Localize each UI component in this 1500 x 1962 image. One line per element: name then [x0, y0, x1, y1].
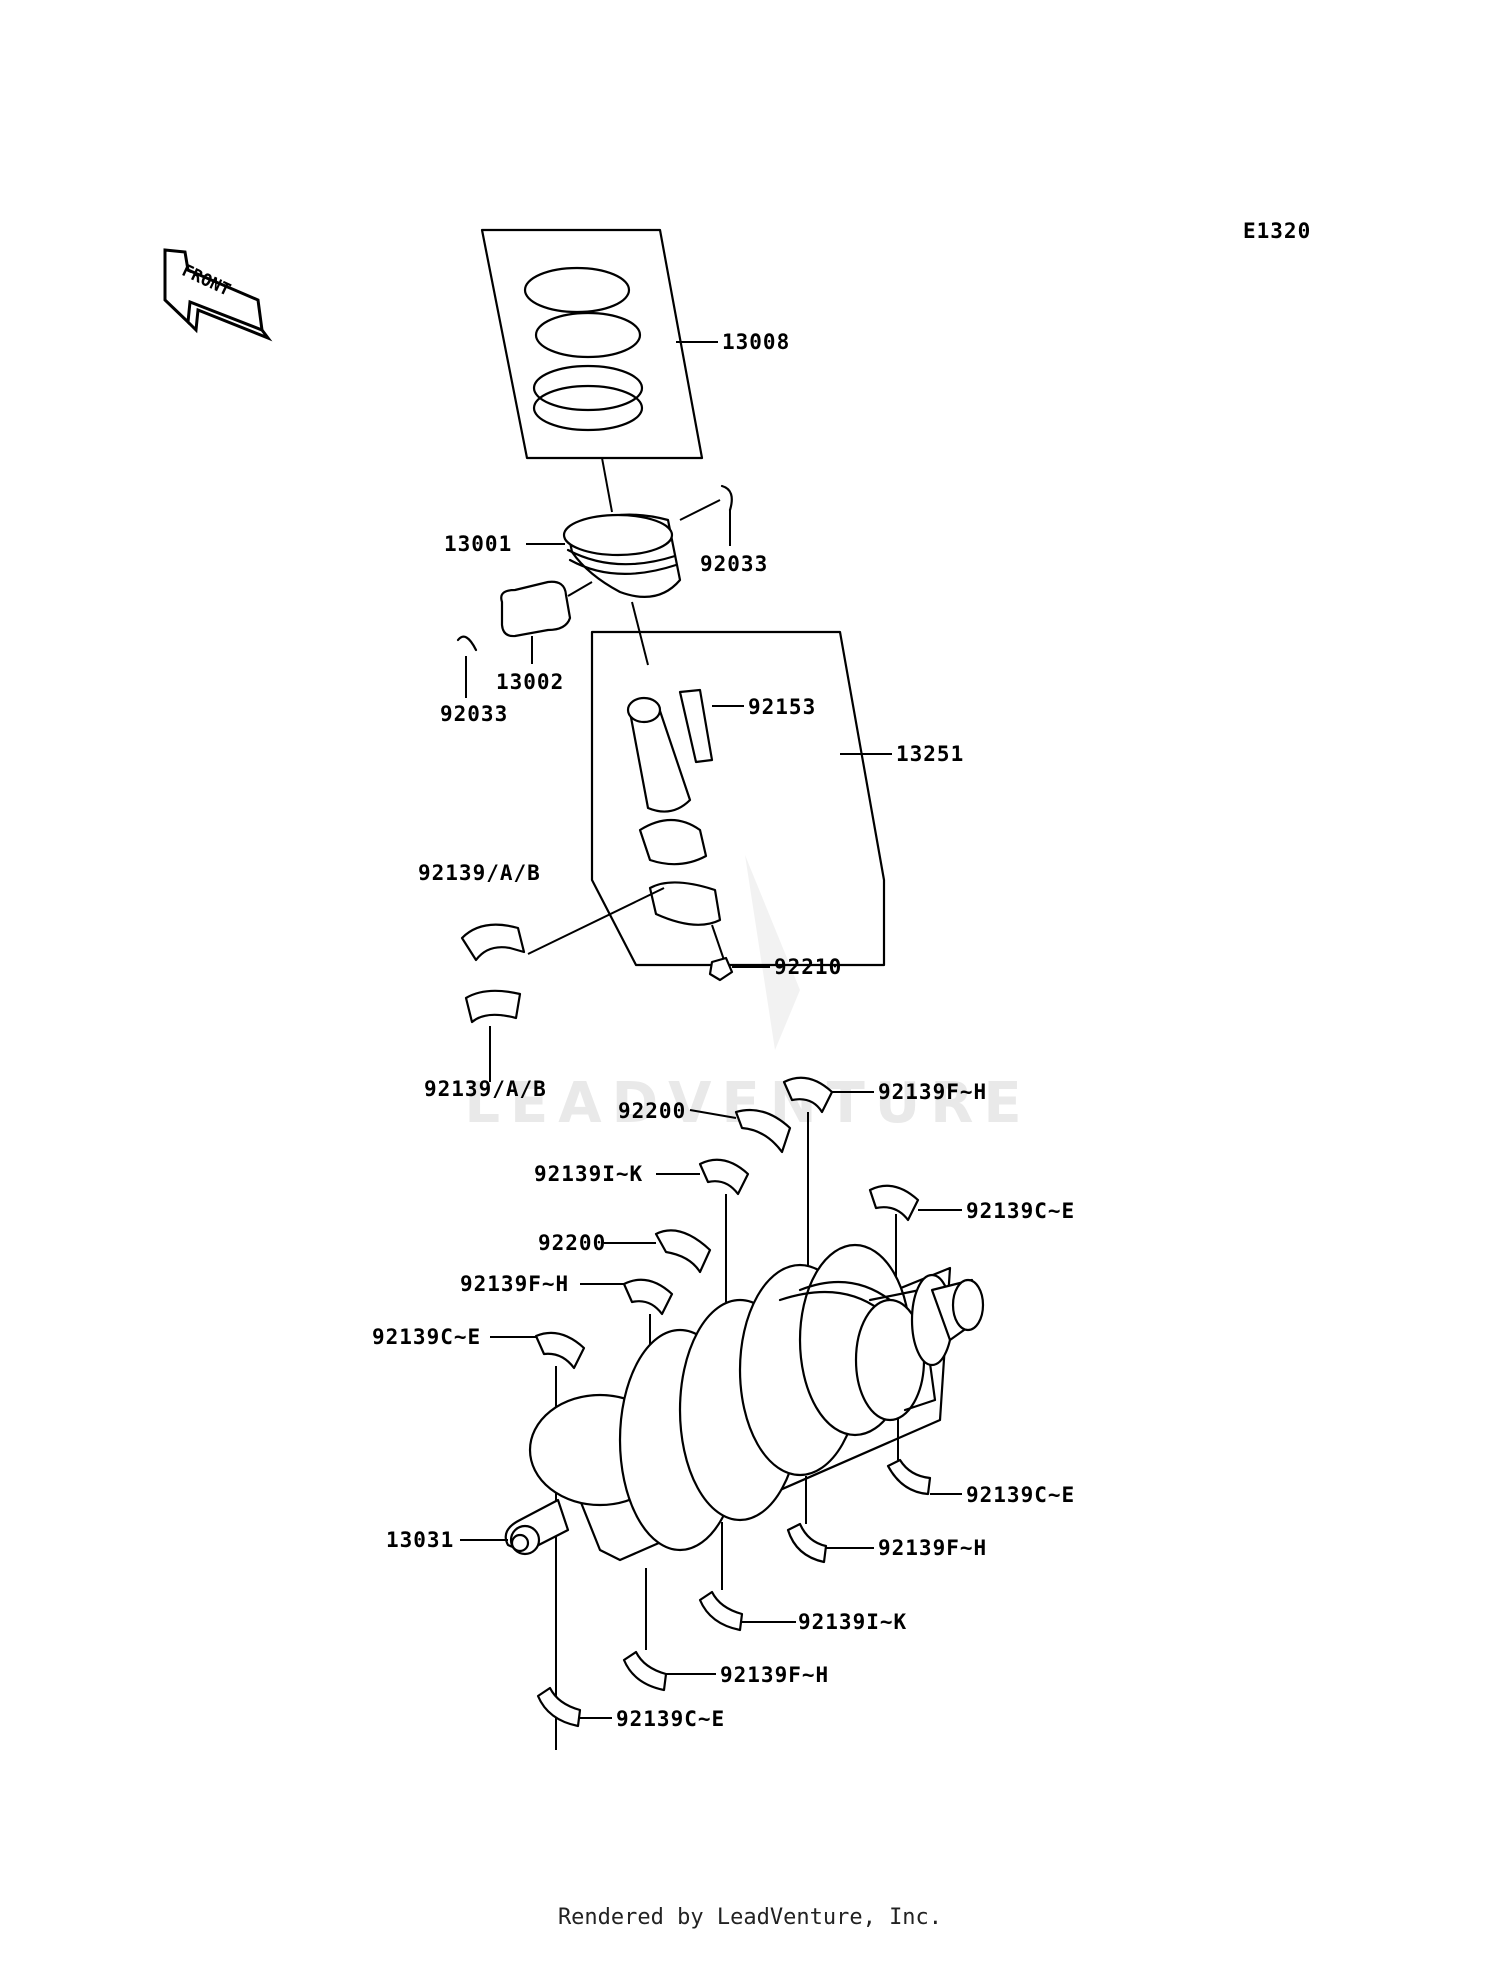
label-92139ce-top-right: 92139C~E: [966, 1199, 1075, 1223]
label-13008: 13008: [722, 330, 790, 354]
label-92139ik-lower: 92139I~K: [798, 1610, 907, 1634]
lower-bearings-group: [536, 1418, 962, 1728]
label-92210: 92210: [774, 955, 842, 979]
label-92139ce-left: 92139C~E: [372, 1325, 481, 1349]
label-92139ab-top: 92139/A/B: [418, 861, 541, 885]
label-92200-mid: 92200: [538, 1231, 606, 1255]
label-92139fh-mid: 92139F~H: [460, 1272, 569, 1296]
crankshaft-group: [460, 1243, 985, 1562]
piston-group: [456, 457, 733, 698]
connecting-rod-group: [590, 630, 892, 982]
label-92153: 92153: [748, 695, 816, 719]
label-92033-right: 92033: [700, 552, 768, 576]
piston-rings-group: [480, 228, 718, 460]
watermark: LEADVENTURE: [464, 855, 1022, 1136]
label-92139ik-top: 92139I~K: [534, 1162, 643, 1186]
label-92033-left: 92033: [440, 702, 508, 726]
label-13002: 13002: [496, 670, 564, 694]
label-92139ab-bottom: 92139/A/B: [424, 1077, 547, 1101]
label-92139fh-right-lower: 92139F~H: [878, 1536, 987, 1560]
label-13001: 13001: [444, 532, 512, 556]
label-13251: 13251: [896, 742, 964, 766]
label-92139fh-lower: 92139F~H: [720, 1663, 829, 1687]
label-92139fh-top: 92139F~H: [878, 1080, 987, 1104]
footer-credit: Rendered by LeadVenture, Inc.: [557, 1905, 943, 1930]
conrod-bearings-left: [460, 887, 665, 1082]
front-arrow-icon: FRONT: [163, 248, 273, 342]
label-92139ce-bottom: 92139C~E: [616, 1707, 725, 1731]
label-92200-top: 92200: [618, 1099, 686, 1123]
diagram-code: E1320: [1243, 219, 1311, 243]
label-13031: 13031: [386, 1528, 454, 1552]
label-92139ce-right-lower: 92139C~E: [966, 1483, 1075, 1507]
